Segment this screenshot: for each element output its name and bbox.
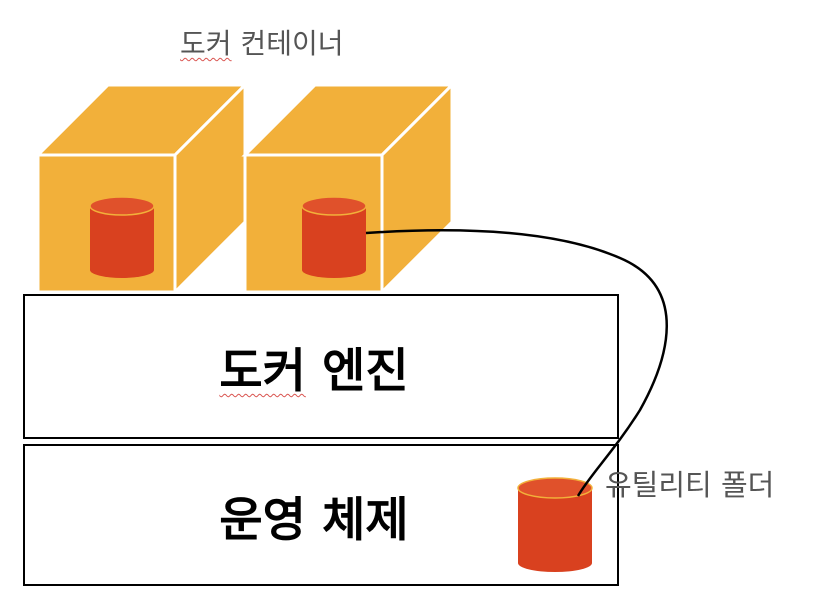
title-suffix: 컨테이너 <box>231 27 344 60</box>
docker-engine-label: 도커 엔진 <box>219 332 408 401</box>
docker-engine-box: 도커 엔진 <box>23 294 619 439</box>
container-2-volume-icon <box>301 196 367 278</box>
engine-suffix: 엔진 <box>305 344 409 399</box>
operating-system-label: 운영 체제 <box>219 492 409 548</box>
utility-folder-label: 유틸리티 폴더 <box>605 468 775 502</box>
container-1-volume-icon <box>89 196 155 278</box>
engine-prefix: 도커 <box>219 344 306 399</box>
operating-system-box: 운영 체제 <box>23 444 619 586</box>
docker-container-title: 도커 컨테이너 <box>180 22 343 62</box>
title-prefix: 도커 <box>180 27 232 60</box>
